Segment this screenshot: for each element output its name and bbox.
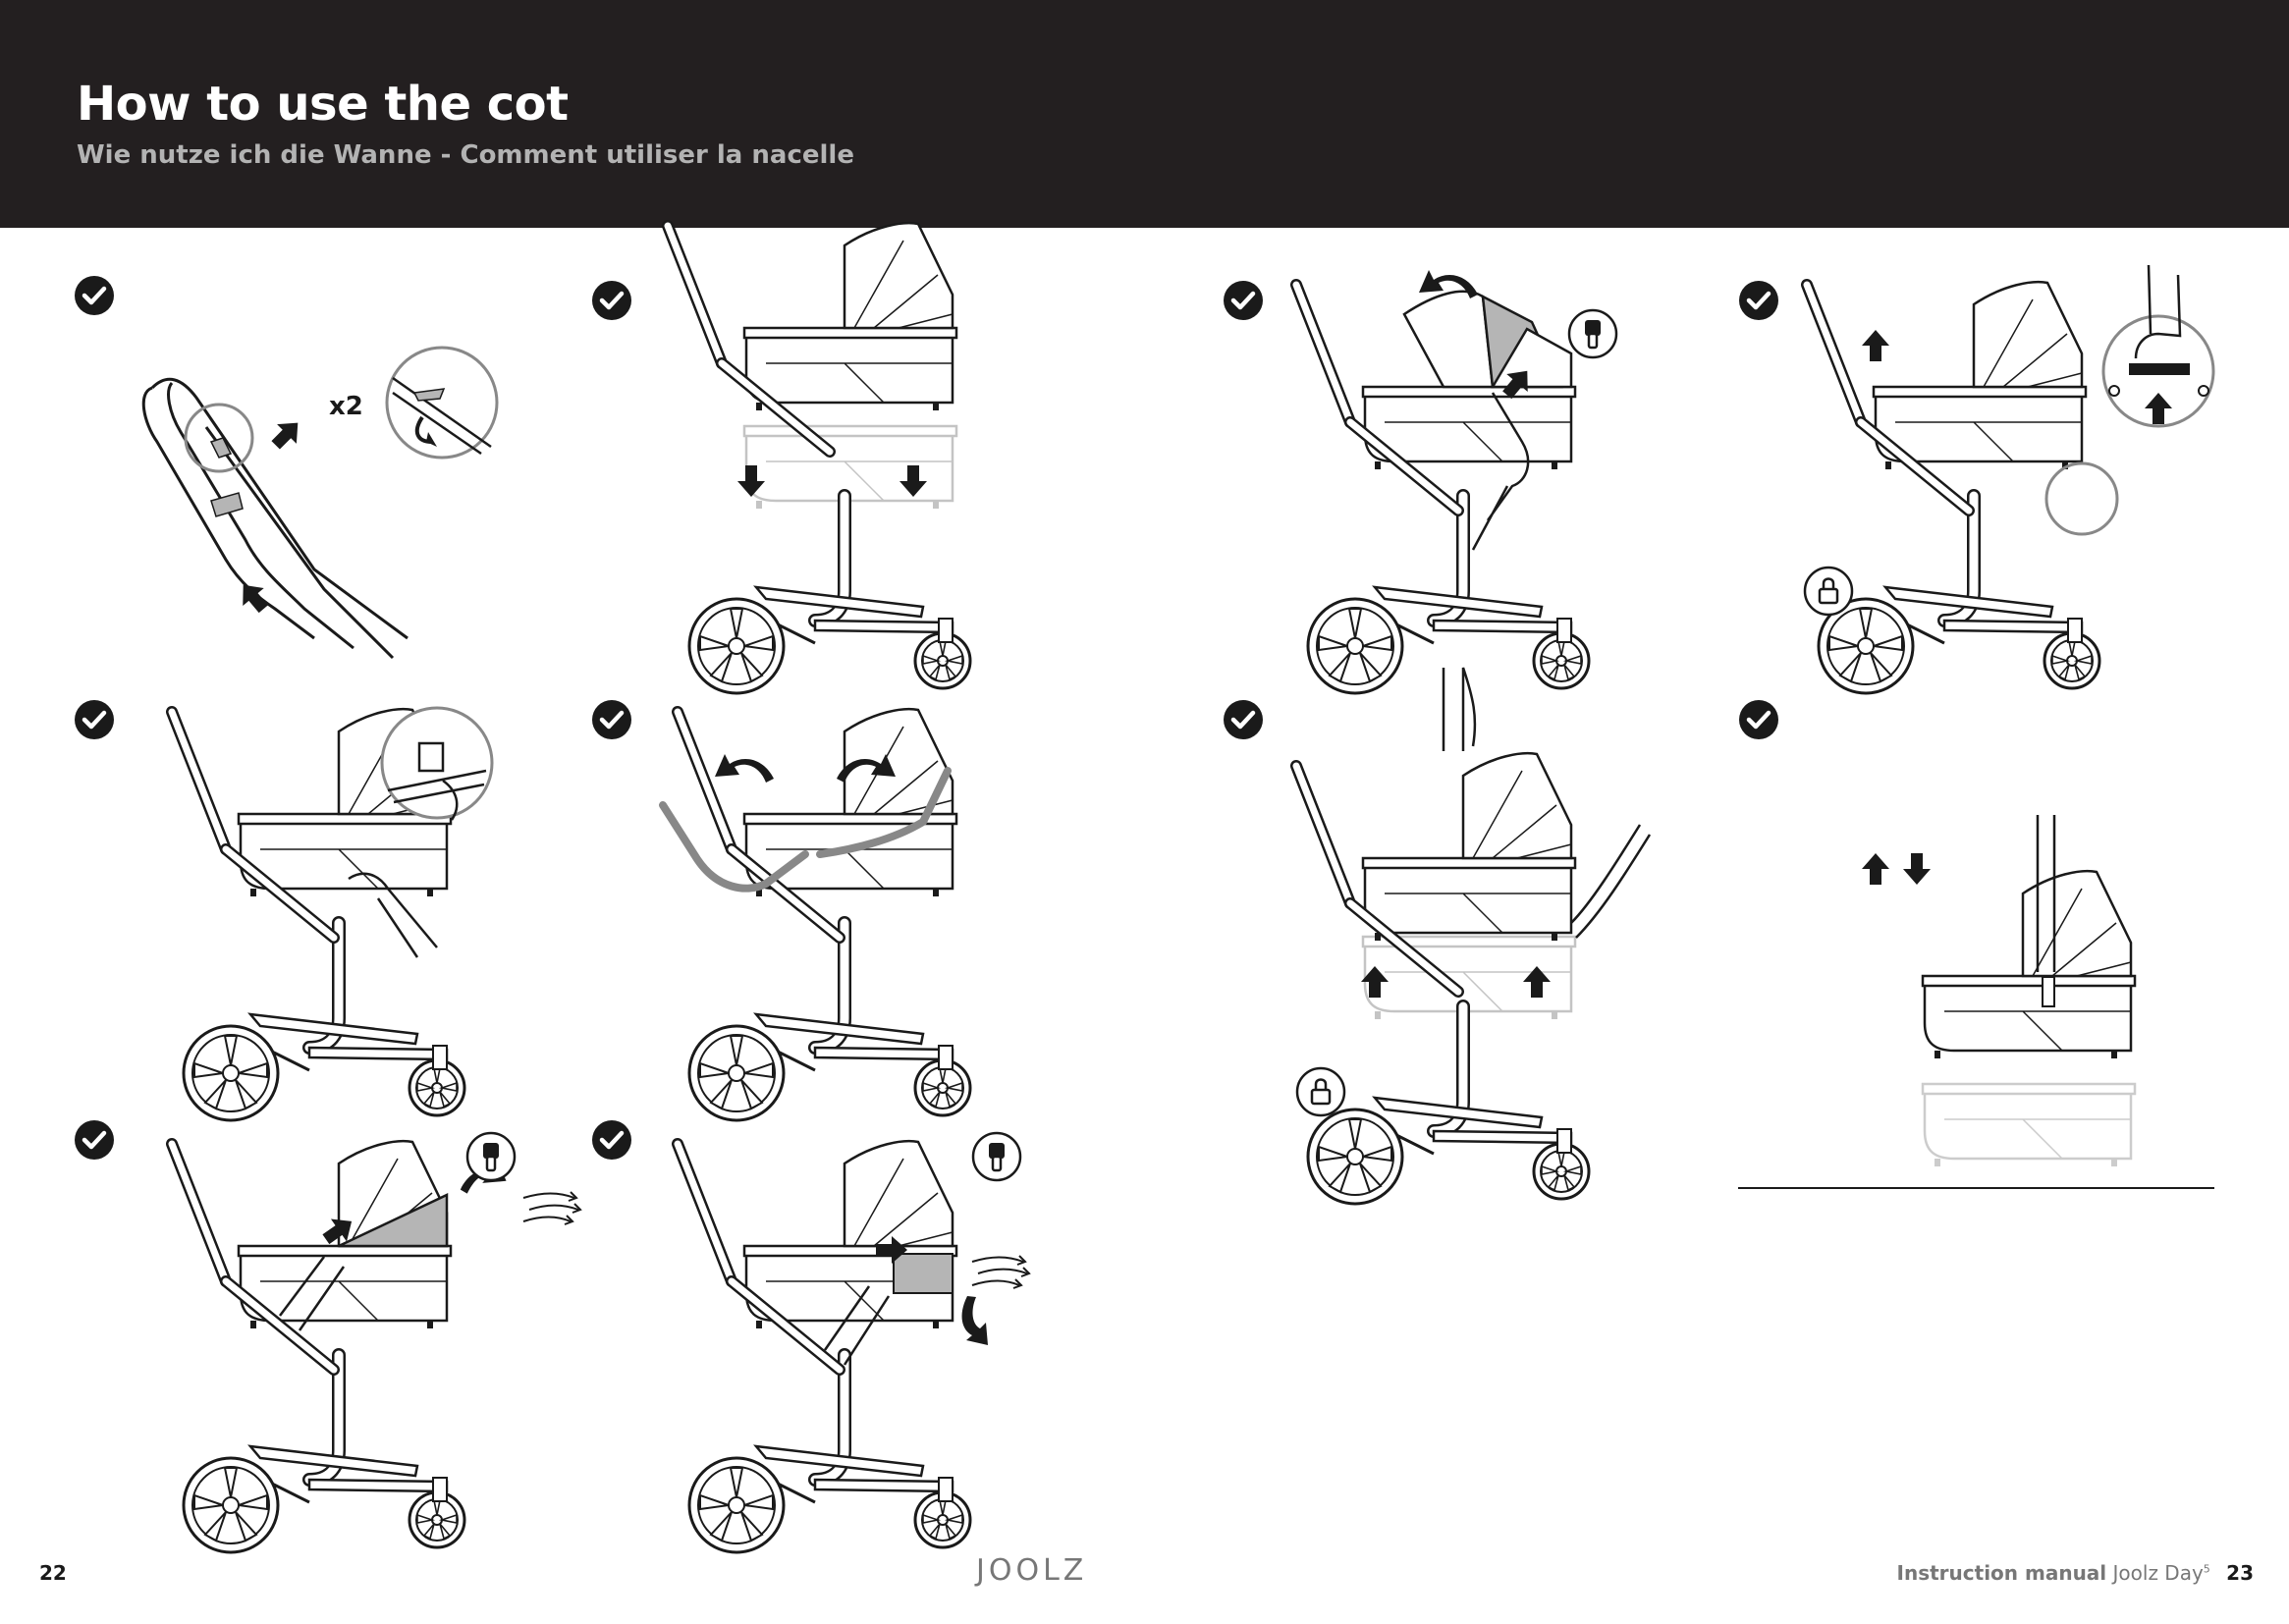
product-version: 5 bbox=[2203, 1562, 2210, 1576]
arrow-up-left-icon bbox=[232, 575, 275, 619]
arrow-up-right-icon bbox=[265, 412, 308, 456]
step-7-illustration bbox=[1218, 667, 1652, 1198]
arrow-curved-up-icon bbox=[460, 1160, 507, 1194]
brand-logo: JOOLZ bbox=[976, 1553, 1088, 1588]
lock-icon bbox=[1803, 566, 1854, 617]
arrow-down-icon bbox=[1903, 853, 1931, 885]
step-2-illustration bbox=[589, 226, 1002, 687]
product-name: Joolz Day bbox=[2112, 1561, 2204, 1585]
arrow-up-icon bbox=[1862, 853, 1889, 885]
arrow-curved-down-icon bbox=[961, 1296, 988, 1345]
page-number-left: 22 bbox=[39, 1561, 67, 1585]
manual-label: Instruction manual bbox=[1896, 1561, 2107, 1585]
footer-manual-info: Instruction manual Joolz Day5 23 bbox=[1897, 1561, 2254, 1585]
lock-icon bbox=[1295, 1066, 1346, 1117]
handle-release-zoom bbox=[2101, 264, 2215, 428]
arrow-curved-up-left-icon bbox=[1419, 270, 1478, 298]
page-title: How to use the cot bbox=[77, 77, 569, 132]
step-6-illustration bbox=[659, 687, 1002, 1110]
zip-icon bbox=[1567, 308, 1618, 359]
step-3-illustration bbox=[1218, 270, 1618, 687]
step-4-illustration bbox=[1803, 264, 2215, 687]
zip-icon bbox=[465, 1131, 517, 1182]
zip-icon bbox=[971, 1131, 1022, 1182]
page-number-right: 23 bbox=[2226, 1561, 2254, 1585]
arrow-up-icon bbox=[1862, 330, 1889, 361]
arrow-curved-right-icon bbox=[837, 754, 896, 783]
step-9-illustration bbox=[59, 1131, 581, 1522]
step-10-illustration bbox=[589, 1131, 1030, 1522]
step-1-illustration: x2 bbox=[141, 346, 499, 660]
handle-detail-zoom bbox=[385, 346, 499, 460]
step-5-illustration bbox=[59, 706, 494, 1110]
repeat-count-label: x2 bbox=[329, 392, 363, 421]
page-subtitle: Wie nutze ich die Wanne - Comment utilis… bbox=[77, 140, 854, 170]
step-8-illustration bbox=[1738, 815, 2214, 1189]
page-header: How to use the cot Wie nutze ich die Wan… bbox=[0, 0, 2289, 228]
arrow-curved-left-icon bbox=[715, 754, 774, 783]
clip-detail-zoom bbox=[380, 706, 494, 821]
